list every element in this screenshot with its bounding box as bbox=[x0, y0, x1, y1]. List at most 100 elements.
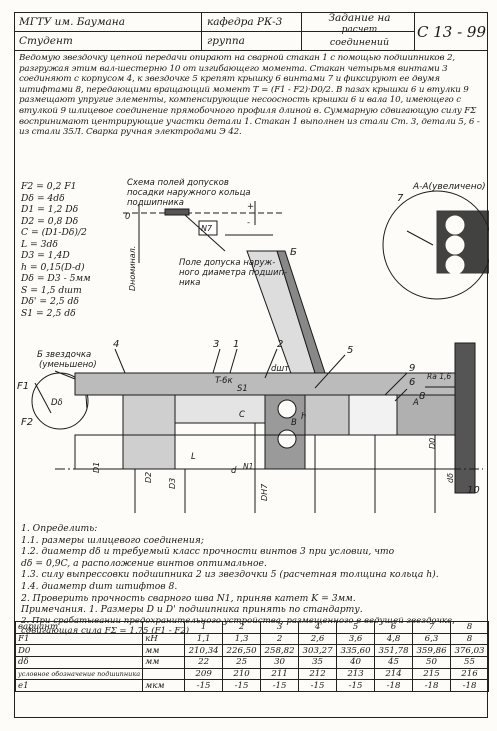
d-label: d bbox=[231, 466, 237, 476]
table-cell: 6 bbox=[374, 621, 414, 634]
task-line: 1.2. диаметр dδ и требуемый класс прочно… bbox=[21, 546, 395, 558]
formula: S1 = 2,5 dδ bbox=[21, 307, 76, 319]
task-line: 1.4. диаметр dшт штифтов 8. bbox=[21, 580, 178, 592]
table-cell: 212 bbox=[298, 667, 338, 681]
thickness-h-label: h bbox=[301, 412, 306, 422]
callout-6: 6 bbox=[409, 377, 415, 388]
roughness-label: Ra 1,6 bbox=[427, 372, 451, 381]
callout-1: 1 bbox=[233, 339, 239, 350]
header-block: МГТУ им. Баумана Студент кафедра РК-3 гр… bbox=[15, 12, 487, 51]
task-line: Примечания. 1. Размеры D и D' подшипника… bbox=[21, 604, 363, 616]
table-cell: 209 bbox=[184, 667, 224, 681]
callout-9: 9 bbox=[409, 363, 415, 374]
formula: D2 = 0,8 Dδ bbox=[21, 215, 79, 227]
d3-label: D3 bbox=[168, 478, 177, 489]
callout-3: 3 bbox=[213, 339, 219, 350]
task-title-3: соединений bbox=[329, 37, 390, 48]
table-cell: 55 bbox=[450, 656, 489, 669]
table-cell: 1 bbox=[184, 621, 224, 634]
task-title-1: Задание на bbox=[328, 12, 391, 24]
formula: D1 = 1,2 Dδ bbox=[21, 204, 79, 215]
table-cell: 2 bbox=[260, 632, 300, 646]
formula: h = 0,15(D-d) bbox=[21, 261, 85, 273]
zero-mark: 0 bbox=[125, 212, 130, 222]
table-cell: 216 bbox=[450, 667, 489, 681]
weld-n1-label: N1 bbox=[243, 462, 253, 471]
table-cell: 215 bbox=[412, 667, 451, 681]
n7-label: N7 bbox=[201, 224, 213, 233]
table-cell: 210 bbox=[222, 667, 262, 681]
sprocket-label-2: (уменьшено) bbox=[39, 360, 97, 370]
table-cell: 1,1 bbox=[184, 632, 224, 646]
callout-4: 4 bbox=[113, 339, 119, 350]
formula: Dδ = D3 - 5мм bbox=[21, 273, 91, 284]
table-cell: 50 bbox=[412, 656, 451, 669]
table-cell: D0 bbox=[14, 644, 144, 658]
field-note-3: ника bbox=[179, 278, 200, 288]
table-cell: 303,27 bbox=[298, 644, 338, 658]
ds-label: dδ bbox=[446, 473, 455, 483]
table-cell: 7 bbox=[412, 621, 451, 634]
task-sheet: МГТУ им. Баумана Студент кафедра РК-3 гр… bbox=[14, 12, 489, 718]
d2-label: D2 bbox=[144, 472, 153, 483]
table-cell: F1 bbox=[14, 632, 144, 646]
view-a-label: А-А(увеличено) bbox=[412, 182, 486, 192]
plus-mark: + bbox=[247, 202, 254, 212]
formula: D3 = 1,4D bbox=[21, 250, 70, 261]
table-cell: 30 bbox=[260, 656, 300, 669]
field-note-2: ного диаметра подшип- bbox=[179, 268, 287, 278]
callout-2: 2 bbox=[277, 339, 283, 350]
dnominal-label: Dноминал. bbox=[128, 246, 137, 291]
table-cell: -18 bbox=[374, 679, 414, 693]
table-cell: -15 bbox=[336, 679, 376, 693]
task-line: 2. Проверить прочность сварного шва N1, … bbox=[21, 592, 356, 604]
table-cell: 359,86 bbox=[412, 644, 451, 658]
table-cell: -18 bbox=[450, 679, 489, 693]
table-cell: 5 bbox=[336, 621, 376, 634]
table-cell: -15 bbox=[222, 679, 262, 693]
table-cell: -15 bbox=[298, 679, 338, 693]
table-cell: 335,60 bbox=[336, 644, 376, 658]
table-cell: мм bbox=[142, 644, 186, 658]
formula: L = 3dδ bbox=[21, 238, 58, 250]
task-title-2: расчет bbox=[341, 25, 378, 35]
table-cell: 6,3 bbox=[412, 632, 451, 646]
table-cell: 210,34 bbox=[184, 644, 224, 658]
callout-8: 8 bbox=[419, 391, 425, 402]
tbk-label: T-6к bbox=[215, 376, 233, 386]
callout-7: 7 bbox=[397, 193, 404, 204]
table-cell: 3,6 bbox=[336, 632, 376, 646]
university-name: МГТУ им. Баумана bbox=[19, 16, 125, 28]
table-cell: мкм bbox=[142, 679, 186, 693]
student-label: Студент bbox=[19, 35, 73, 47]
department-name: кафедра РК-3 bbox=[207, 16, 283, 28]
table-cell: -18 bbox=[412, 679, 451, 693]
formula: S = 1,5 dшт bbox=[21, 284, 82, 296]
scheme-title-1: Схема полей допусков bbox=[127, 178, 229, 188]
l-label: L bbox=[191, 452, 196, 462]
table-cell bbox=[142, 621, 186, 634]
table-cell: 40 bbox=[336, 656, 376, 669]
table-cell: 213 bbox=[336, 667, 376, 681]
table-cell: 35 bbox=[298, 656, 338, 669]
c-label: C bbox=[239, 410, 245, 420]
sprocket-d6: Dδ bbox=[51, 398, 63, 408]
task-code: С 13 - 99 bbox=[416, 23, 487, 41]
table-cell: e1 bbox=[14, 679, 144, 693]
table-cell: 22 bbox=[184, 656, 224, 669]
task-line: 1.3. силу выпрессовки подшипника 2 из зв… bbox=[21, 569, 439, 581]
section-b-label: В bbox=[291, 418, 297, 428]
table-cell: 2 bbox=[222, 621, 262, 634]
section-a-label: А bbox=[412, 398, 419, 408]
bearing-tolerance-field bbox=[164, 208, 190, 216]
d0-label: D0 bbox=[428, 438, 437, 449]
assembly-drawing: Схема полей допусков посадки наружного к… bbox=[17, 178, 489, 513]
dh7-label: DH7 bbox=[260, 483, 269, 501]
callout-5: 5 bbox=[347, 345, 353, 356]
force-f2: F2 bbox=[21, 417, 33, 428]
formula: Dδ = 4dδ bbox=[21, 192, 65, 204]
table-cell: 226,50 bbox=[222, 644, 262, 658]
